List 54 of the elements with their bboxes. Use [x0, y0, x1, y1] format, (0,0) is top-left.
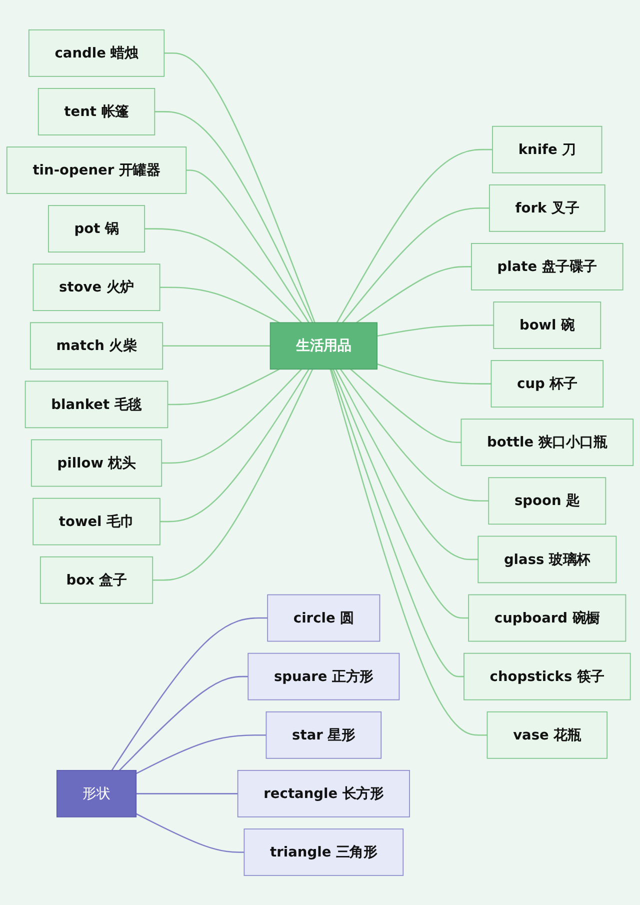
node-box: towel 毛巾 [32, 498, 160, 546]
connector [332, 368, 469, 618]
node-box: 生活用品 [270, 322, 378, 370]
connector [330, 368, 464, 678]
node-box: box 盒子 [40, 556, 154, 604]
connector [342, 207, 490, 323]
node-box: candle 蜡烛 [28, 29, 165, 77]
node-box: chopsticks 筷子 [464, 652, 631, 700]
connector [162, 368, 302, 464]
connector [356, 266, 472, 323]
connector [168, 368, 280, 405]
connector [376, 324, 494, 336]
connector [152, 368, 314, 581]
node-box: fork 叉子 [489, 184, 606, 232]
node-box: cupboard 碗橱 [468, 594, 626, 642]
node-box: bowl 碗 [493, 301, 602, 349]
connector [376, 363, 492, 384]
node-box: cup 杯子 [490, 360, 604, 408]
node-box: spoon 匙 [488, 477, 606, 524]
connector [335, 368, 478, 560]
node-box: star 星形 [266, 711, 382, 759]
node-box: blanket 毛毯 [24, 380, 168, 428]
node-box: pillow 枕头 [30, 439, 162, 486]
node-box: glass 玻璃杯 [478, 536, 617, 583]
node-box: tin-opener 开罐器 [6, 146, 187, 194]
connector [136, 813, 244, 853]
node-box: vase 花瓶 [486, 711, 608, 759]
connector [164, 52, 316, 323]
node-box: pot 锅 [48, 204, 146, 252]
connector [111, 617, 268, 771]
connector [160, 286, 280, 324]
node-box: triangle 三角形 [244, 828, 404, 876]
connector [340, 368, 489, 502]
connector [136, 734, 266, 774]
connector [160, 368, 310, 522]
connector [136, 792, 238, 794]
node-box: circle 圆 [267, 594, 380, 642]
node-box: bottle 狭口小口瓶 [460, 418, 634, 466]
connector [330, 368, 488, 736]
node-box: rectangle 长方形 [237, 770, 410, 818]
node-box: stove 火炉 [32, 263, 160, 311]
connector [186, 169, 310, 323]
node-box: match 火柴 [30, 322, 164, 370]
node-box: knife 刀 [492, 126, 602, 174]
node-box: plate 盘子碟子 [471, 242, 624, 290]
connector [118, 676, 248, 771]
connector [336, 148, 493, 323]
connector [154, 110, 314, 323]
connector [350, 368, 462, 443]
node-box: tent 帐篷 [38, 88, 156, 136]
connector [162, 345, 270, 346]
node-box: 形状 [56, 770, 137, 818]
connector [144, 228, 302, 323]
node-box: spuare 正方形 [248, 652, 400, 700]
